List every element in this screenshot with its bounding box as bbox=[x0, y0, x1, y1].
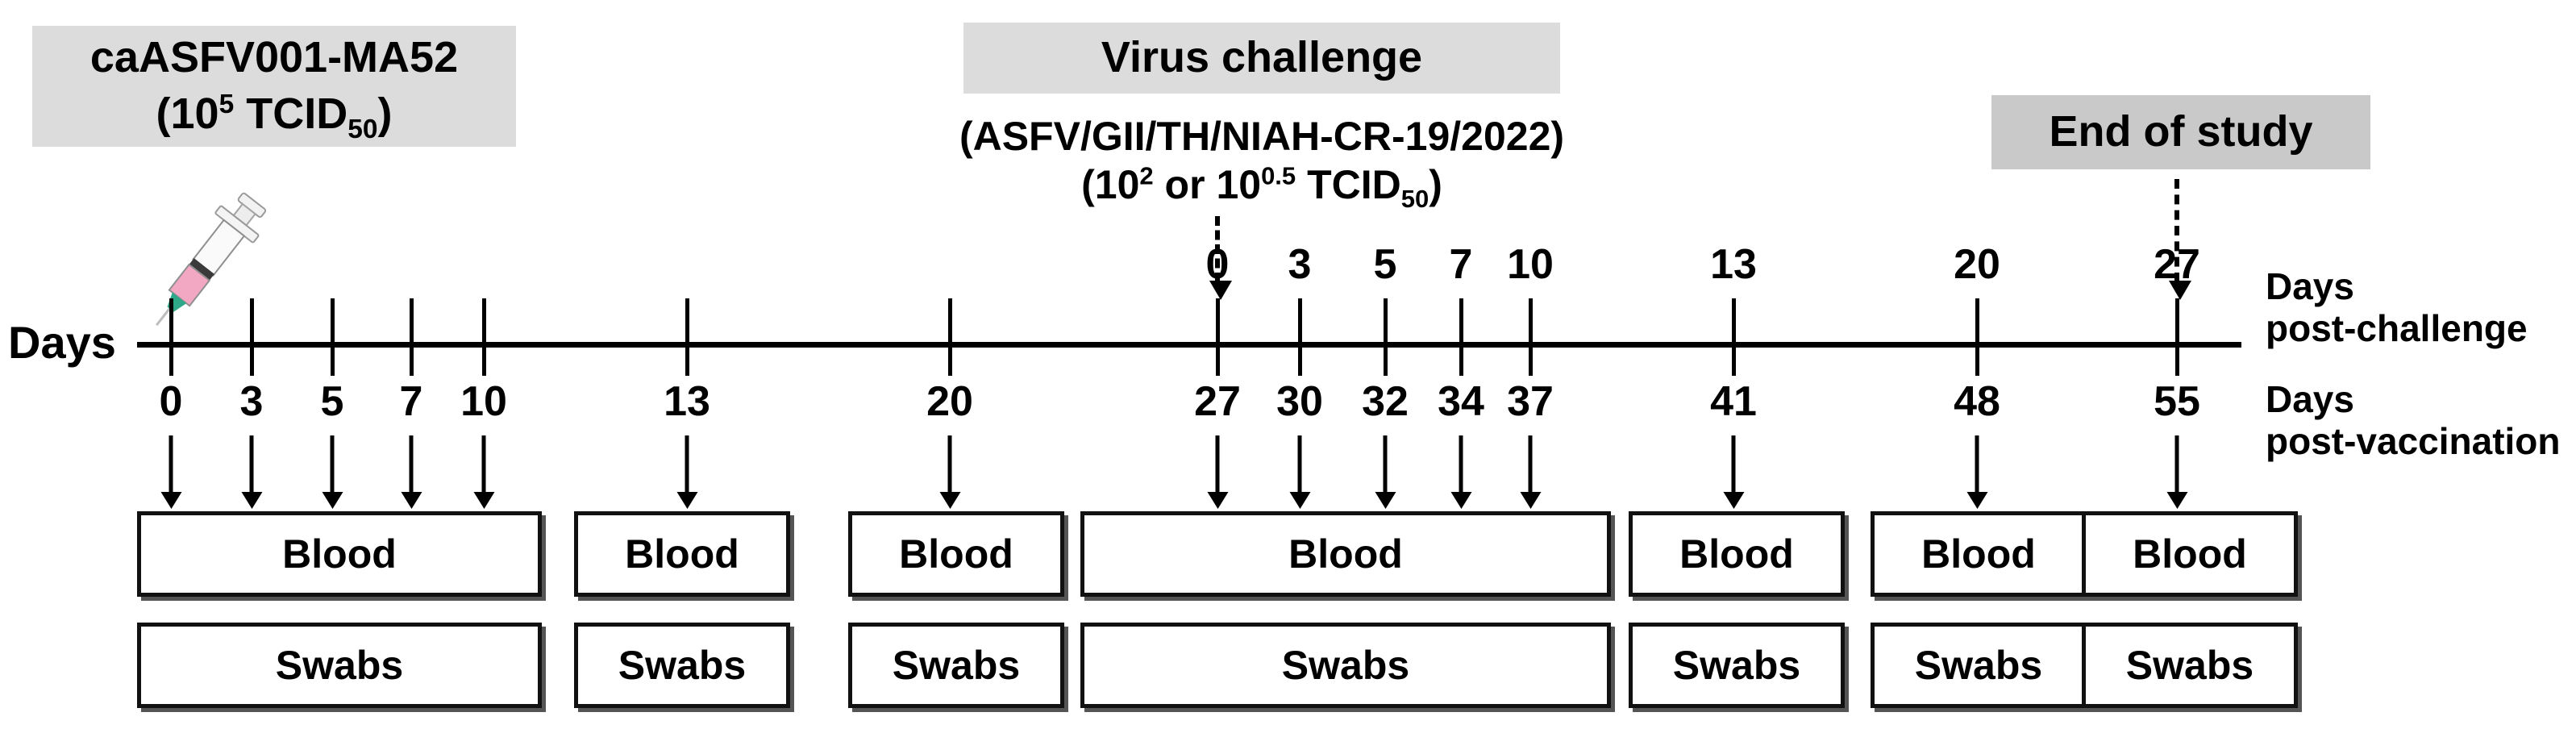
axis-tick-upper-37 bbox=[1529, 298, 1533, 344]
tick-label-post-vaccination-30: 30 bbox=[1276, 378, 1323, 425]
axis-tick-lower-13 bbox=[685, 342, 689, 376]
swabs-box-6: Swabs bbox=[2082, 623, 2298, 708]
axis-title-days: Days bbox=[8, 317, 116, 368]
sampling-arrow-day-3 bbox=[249, 435, 254, 494]
tick-label-post-vaccination-10: 10 bbox=[460, 378, 507, 425]
axis-tick-lower-27 bbox=[1216, 342, 1220, 376]
tick-label-post-vaccination-41: 41 bbox=[1710, 378, 1757, 425]
tick-label-post-vaccination-0: 0 bbox=[159, 378, 183, 425]
swabs-box-2: Swabs bbox=[848, 623, 1064, 708]
axis-tick-lower-41 bbox=[1732, 342, 1736, 376]
blood-box-4: Blood bbox=[1629, 511, 1845, 597]
blood-box-3: Blood bbox=[1080, 511, 1611, 597]
tick-label-post-vaccination-7: 7 bbox=[399, 378, 423, 425]
tick-label-post-vaccination-48: 48 bbox=[1954, 378, 2000, 425]
axis-tick-lower-20 bbox=[948, 342, 952, 376]
sampling-arrow-day-30 bbox=[1297, 435, 1302, 494]
tick-label-post-challenge-7: 7 bbox=[1449, 241, 1473, 288]
axis-tick-upper-10 bbox=[482, 298, 486, 344]
tick-label-post-vaccination-20: 20 bbox=[926, 378, 973, 425]
axis-tick-upper-20 bbox=[948, 298, 952, 344]
axis-tick-lower-3 bbox=[250, 342, 254, 376]
end-of-study-title: End of study bbox=[2049, 107, 2313, 156]
axis-tick-upper-55 bbox=[2175, 298, 2179, 344]
swabs-box-3: Swabs bbox=[1080, 623, 1611, 708]
vaccination-callout-box: caASFV001-MA52 (105 TCID50) bbox=[32, 26, 516, 147]
axis-tick-lower-32 bbox=[1384, 342, 1388, 376]
tick-label-post-vaccination-34: 34 bbox=[1438, 378, 1484, 425]
tick-label-post-challenge-27: 27 bbox=[2154, 241, 2200, 288]
axis-tick-upper-3 bbox=[250, 298, 254, 344]
virus-challenge-arrow bbox=[1209, 216, 1232, 300]
swabs-box-4: Swabs bbox=[1629, 623, 1845, 708]
sampling-arrow-day-48 bbox=[1975, 435, 1979, 494]
axis-tick-upper-41 bbox=[1732, 298, 1736, 344]
tick-label-post-challenge-3: 3 bbox=[1288, 241, 1312, 288]
tick-label-post-challenge-10: 10 bbox=[1507, 241, 1554, 288]
tick-label-post-vaccination-3: 3 bbox=[239, 378, 264, 425]
virus-challenge-callout-box: Virus challenge bbox=[963, 23, 1560, 94]
axis-tick-lower-5 bbox=[331, 342, 335, 376]
vaccine-dose: (105 TCID50) bbox=[156, 90, 393, 144]
sampling-arrow-day-41 bbox=[1731, 435, 1736, 494]
swabs-box-0: Swabs bbox=[137, 623, 542, 708]
sampling-arrow-day-5 bbox=[330, 435, 335, 494]
tick-label-post-vaccination-37: 37 bbox=[1507, 378, 1554, 425]
sampling-arrow-day-32 bbox=[1383, 435, 1388, 494]
sampling-arrow-day-27 bbox=[1215, 435, 1220, 494]
axis-caption-post-challenge: Days post-challenge bbox=[2266, 265, 2528, 349]
blood-box-0: Blood bbox=[137, 511, 542, 597]
sampling-arrow-day-55 bbox=[2174, 435, 2179, 494]
tick-label-post-challenge-5: 5 bbox=[1373, 241, 1397, 288]
axis-tick-upper-48 bbox=[1975, 298, 1979, 344]
timeline-axis bbox=[137, 342, 2241, 348]
blood-box-5: Blood bbox=[1871, 511, 2087, 597]
sampling-arrow-day-0 bbox=[169, 435, 173, 494]
tick-label-post-vaccination-32: 32 bbox=[1362, 378, 1409, 425]
tick-label-post-challenge-20: 20 bbox=[1954, 241, 2000, 288]
tick-label-post-vaccination-55: 55 bbox=[2154, 378, 2200, 425]
axis-tick-upper-30 bbox=[1298, 298, 1302, 344]
sampling-arrow-day-37 bbox=[1528, 435, 1533, 494]
axis-tick-lower-48 bbox=[1975, 342, 1979, 376]
tick-label-post-vaccination-5: 5 bbox=[320, 378, 344, 425]
virus-challenge-title: Virus challenge bbox=[1101, 33, 1423, 82]
axis-caption-post-vaccination: Days post-vaccination bbox=[2266, 378, 2561, 462]
tick-label-post-vaccination-13: 13 bbox=[664, 378, 710, 425]
sampling-arrow-day-20 bbox=[947, 435, 952, 494]
axis-tick-lower-55 bbox=[2175, 342, 2179, 376]
syringe-icon bbox=[156, 192, 267, 327]
axis-tick-lower-37 bbox=[1529, 342, 1533, 376]
sampling-arrow-day-10 bbox=[481, 435, 486, 494]
swabs-box-1: Swabs bbox=[574, 623, 790, 708]
axis-tick-upper-5 bbox=[331, 298, 335, 344]
axis-tick-upper-0 bbox=[169, 298, 173, 344]
tick-label-post-challenge-13: 13 bbox=[1710, 241, 1757, 288]
virus-dose-label: (102 or 100.5 TCID50) bbox=[1081, 161, 1442, 213]
axis-tick-lower-30 bbox=[1298, 342, 1302, 376]
sampling-arrow-day-7 bbox=[409, 435, 414, 494]
axis-tick-lower-7 bbox=[410, 342, 414, 376]
axis-tick-lower-0 bbox=[169, 342, 173, 376]
blood-box-2: Blood bbox=[848, 511, 1064, 597]
sampling-arrow-day-13 bbox=[685, 435, 689, 494]
axis-tick-upper-27 bbox=[1216, 298, 1220, 344]
axis-tick-upper-7 bbox=[410, 298, 414, 344]
sampling-arrow-day-34 bbox=[1459, 435, 1463, 494]
virus-strain-label: (ASFV/GII/TH/NIAH-CR-19/2022) bbox=[959, 114, 1565, 159]
axis-tick-lower-10 bbox=[482, 342, 486, 376]
end-of-study-arrow bbox=[2169, 179, 2191, 300]
blood-box-6: Blood bbox=[2082, 511, 2298, 597]
axis-tick-upper-32 bbox=[1384, 298, 1388, 344]
axis-tick-upper-34 bbox=[1459, 298, 1463, 344]
end-of-study-callout-box: End of study bbox=[1991, 95, 2370, 169]
tick-label-post-vaccination-27: 27 bbox=[1194, 378, 1241, 425]
vaccine-name: caASFV001-MA52 bbox=[89, 33, 459, 82]
axis-tick-lower-34 bbox=[1459, 342, 1463, 376]
swabs-box-5: Swabs bbox=[1871, 623, 2087, 708]
tick-label-post-challenge-0: 0 bbox=[1205, 241, 1230, 288]
axis-tick-upper-13 bbox=[685, 298, 689, 344]
blood-box-1: Blood bbox=[574, 511, 790, 597]
